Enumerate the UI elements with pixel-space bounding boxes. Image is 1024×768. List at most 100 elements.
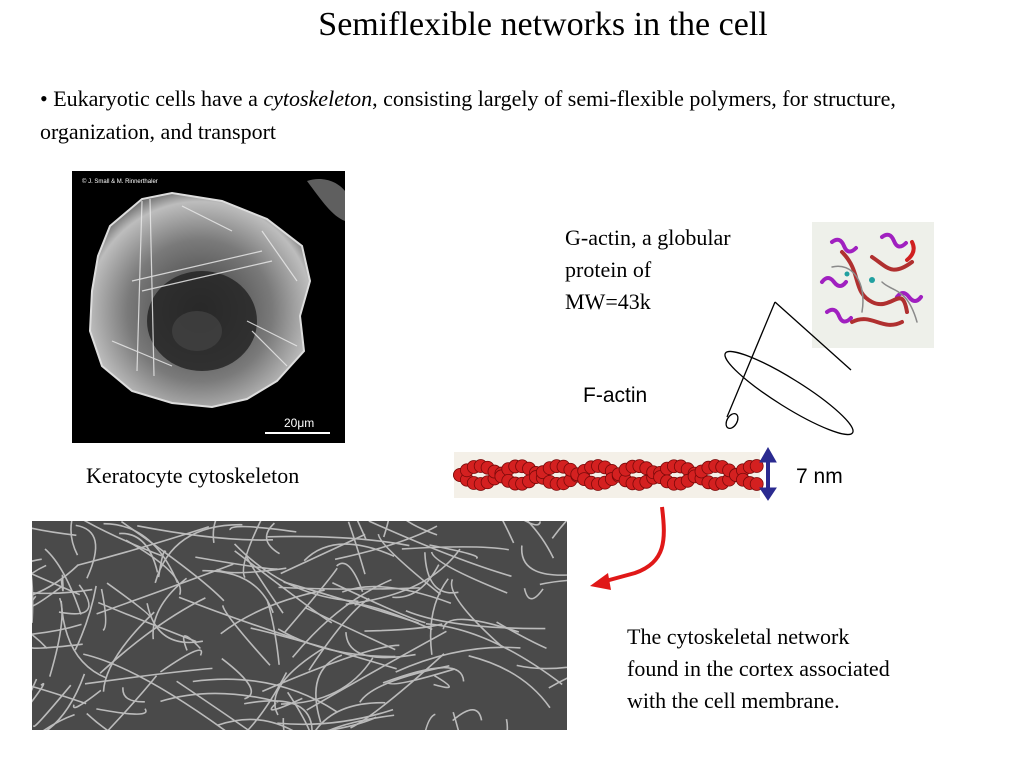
- network-fiber: [229, 525, 297, 533]
- network-fiber: [359, 665, 450, 703]
- network-fiber: [192, 678, 338, 713]
- keratocyte-svg: © J. Small & M. Rinnerthaler 20μm: [72, 171, 345, 443]
- network-fiber: [350, 653, 445, 729]
- network-fiber: [221, 605, 271, 666]
- network-fiber: [368, 520, 512, 578]
- network-fiber: [72, 689, 102, 709]
- keratocyte-micrograph: © J. Small & M. Rinnerthaler 20μm: [72, 171, 345, 443]
- filament-diameter-label: 7 nm: [796, 465, 843, 488]
- bullet-marker: •: [40, 86, 48, 111]
- micrograph-credit: © J. Small & M. Rinnerthaler: [82, 178, 158, 185]
- network-fiber: [430, 551, 508, 594]
- actin-monomer: [749, 459, 764, 473]
- network-fiber: [195, 556, 278, 570]
- network-fiber: [377, 533, 442, 595]
- bullet-text-before: Eukaryotic cells have a: [53, 86, 264, 111]
- network-fiber: [306, 630, 447, 711]
- network-fiber: [304, 606, 396, 651]
- bullet-text-after: , consisting largely of semi-flexible po…: [40, 86, 896, 144]
- network-fiber: [392, 564, 440, 599]
- network-fiber: [315, 654, 343, 723]
- slide-title: Semiflexible networks in the cell: [318, 6, 768, 43]
- g-actin-line-1: G-actin, a globular: [565, 225, 731, 250]
- network-fiber: [347, 521, 366, 575]
- network-fiber: [33, 684, 72, 728]
- network-fiber: [122, 687, 145, 703]
- f-actin-diagram: [453, 301, 854, 590]
- diameter-arrow-icon: [759, 446, 777, 501]
- network-fiber: [102, 611, 155, 692]
- network-fiber: [221, 657, 253, 700]
- network-fiber: [270, 697, 303, 711]
- network-fiber: [157, 550, 167, 578]
- bullet-text: • Eukaryotic cells have a cytoskeleton, …: [40, 82, 1010, 148]
- network-fiber: [60, 600, 108, 679]
- network-fiber: [283, 567, 338, 634]
- network-fiber: [274, 646, 327, 716]
- cortex-network-micrograph: [0, 468, 679, 768]
- network-fiber: [277, 708, 394, 726]
- network-fiber: [182, 635, 201, 651]
- network-fiber: [341, 585, 452, 604]
- network-fiber: [75, 524, 97, 579]
- network-fiber: [44, 548, 82, 615]
- network-fiber: [137, 525, 273, 541]
- actin-monomer: [749, 477, 764, 491]
- network-fiber: [468, 655, 551, 709]
- network-fiber: [291, 578, 392, 658]
- curved-arrow-icon: [590, 506, 666, 590]
- network-fiber: [452, 709, 483, 722]
- network-fiber: [283, 581, 419, 624]
- network-fiber: [74, 585, 97, 651]
- f-actin-filament: [453, 452, 764, 498]
- network-fiber: [103, 522, 179, 583]
- network-fiber: [152, 577, 188, 640]
- network-fiber: [523, 588, 544, 600]
- network-fiber: [106, 582, 151, 618]
- network-fiber: [96, 708, 147, 715]
- g-actin-caption: G-actin, a globular protein of MW=43k: [565, 222, 731, 318]
- network-fiber: [83, 653, 227, 733]
- network-fiber: [97, 601, 197, 643]
- keratocyte-caption: Keratocyte cytoskeleton: [86, 463, 300, 488]
- network-fiber: [100, 588, 107, 632]
- g-actin-protein-structure: [812, 222, 934, 348]
- network-fiber: [425, 623, 563, 686]
- scale-bar-label: 20μm: [284, 416, 314, 430]
- network-fiber: [429, 578, 449, 655]
- network-fiber: [401, 546, 509, 551]
- network-line-1: The cytoskeletal network: [627, 624, 850, 649]
- network-fiber: [245, 556, 284, 614]
- network-fiber: [336, 562, 364, 593]
- network-fiber: [265, 522, 280, 555]
- network-fiber: [277, 628, 396, 658]
- network-fiber: [261, 644, 400, 693]
- network-fiber: [334, 525, 438, 561]
- network-fiber: [450, 578, 503, 647]
- protein-svg: [820, 232, 923, 327]
- network-fiber: [60, 574, 64, 592]
- network-fiber: [159, 649, 203, 673]
- network-fiber: [382, 666, 465, 684]
- network-fiber: [178, 596, 295, 639]
- network-fiber: [433, 674, 451, 689]
- g-actin-line-2: protein of: [565, 257, 652, 282]
- network-fiber: [119, 532, 159, 573]
- network-fiber: [424, 552, 459, 594]
- magnification-cone: [724, 301, 854, 436]
- network-fiber: [280, 533, 366, 575]
- bullet-emphasis: cytoskeleton: [263, 86, 373, 111]
- network-fiber: [202, 569, 274, 614]
- g-actin-line-3: MW=43k: [565, 289, 651, 314]
- network-line-2: found in the cortex associated: [627, 656, 890, 681]
- network-fiber: [405, 610, 546, 630]
- network-fiber: [160, 692, 279, 703]
- network-fiber: [84, 667, 213, 685]
- f-actin-label: F-actin: [583, 384, 648, 407]
- network-fiber: [395, 646, 521, 673]
- network-fiber: [345, 548, 461, 606]
- network-fiber: [125, 539, 182, 595]
- network-line-3: with the cell membrane.: [627, 688, 840, 713]
- network-fiber: [303, 543, 395, 562]
- network-fiber: [496, 621, 547, 650]
